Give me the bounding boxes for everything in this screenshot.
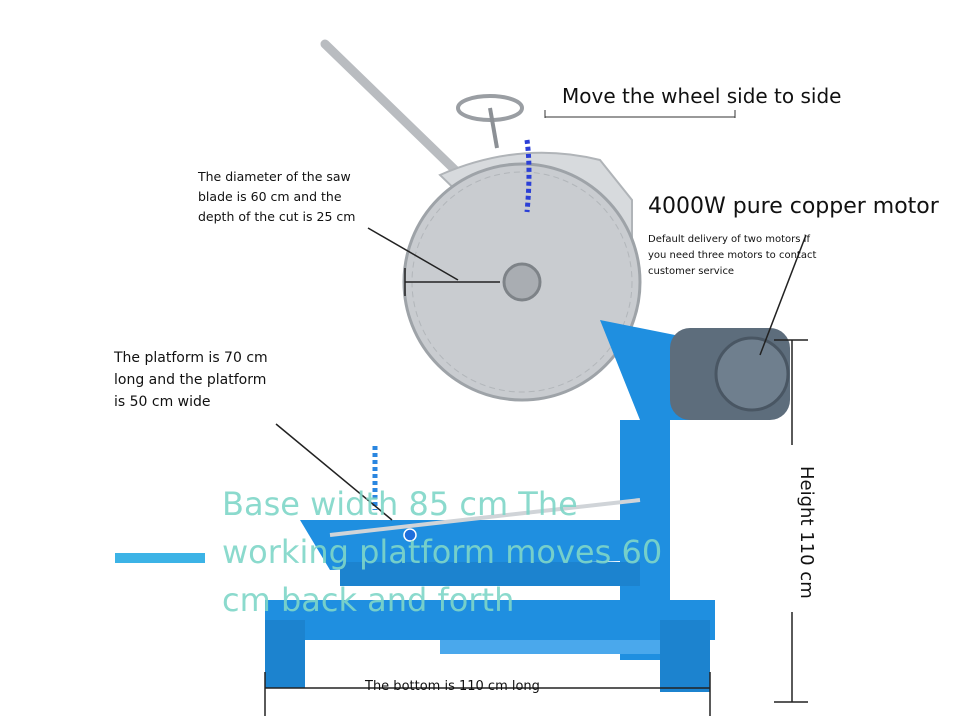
platform-marker bbox=[403, 528, 417, 542]
coolant-hose bbox=[524, 139, 532, 213]
motor-title: 4000W pure copper motor bbox=[648, 194, 939, 219]
wheel-annotation: Move the wheel side to side bbox=[562, 84, 842, 108]
platform-callout-line bbox=[275, 423, 393, 521]
working-platform bbox=[300, 520, 650, 570]
blade-annotation: The diameter of the saw blade is 60 cm a… bbox=[198, 169, 356, 224]
base-leg-right bbox=[660, 620, 710, 692]
feed-handle bbox=[320, 39, 460, 175]
platform-annotation: The platform is 70 cm long and the platf… bbox=[114, 350, 268, 410]
base-frame bbox=[265, 600, 715, 640]
motor-callout-line bbox=[759, 234, 807, 356]
base-overlay-text: Base width 85 cm The working platform mo… bbox=[222, 485, 663, 619]
base-leg-left bbox=[265, 620, 305, 688]
bottom-annotation: The bottom is 110 cm long bbox=[365, 679, 540, 694]
side-handle bbox=[115, 553, 205, 563]
base-crossbar bbox=[440, 640, 660, 654]
blade-hub bbox=[502, 262, 542, 302]
wheel-shaft bbox=[488, 107, 499, 149]
blade-callout-line bbox=[367, 227, 459, 281]
height-annotation: Height 110 cm bbox=[796, 466, 817, 599]
workpiece bbox=[329, 498, 641, 537]
hand-wheel bbox=[456, 94, 524, 122]
motor-fan-cover bbox=[714, 336, 790, 412]
motor-note: Default delivery of two motors if you ne… bbox=[648, 234, 817, 277]
platform-rail bbox=[340, 562, 640, 586]
